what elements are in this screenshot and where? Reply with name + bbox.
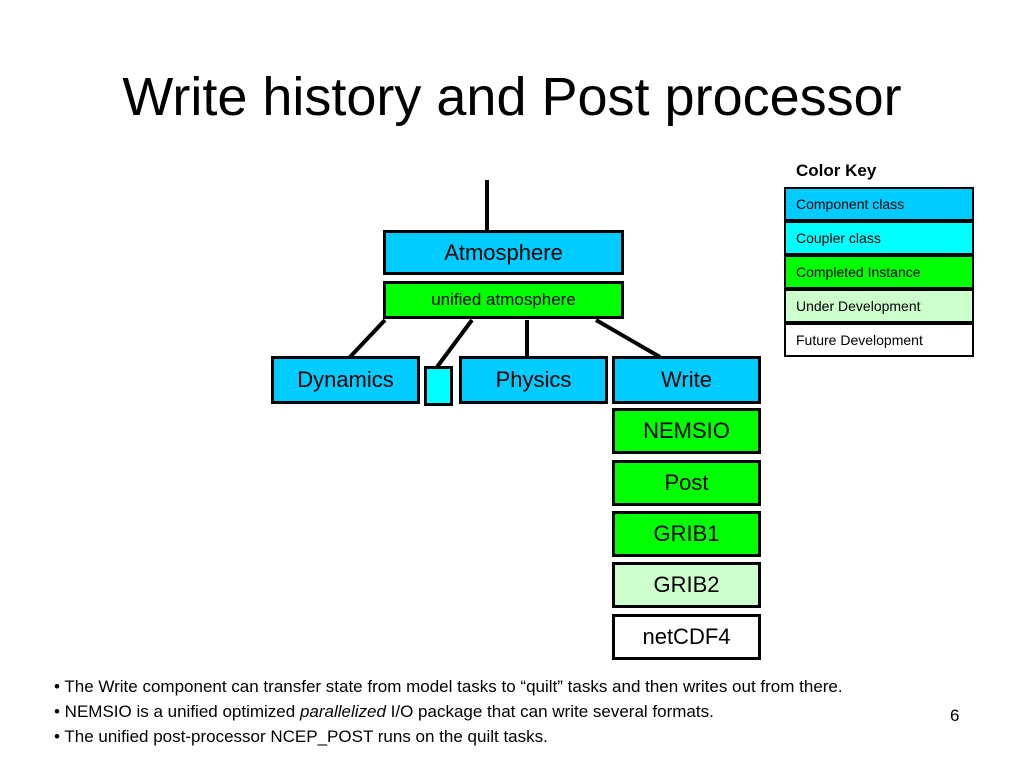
key-under-development: Under Development [784, 289, 974, 323]
coupler-connector [435, 318, 474, 369]
key-item-label: Completed Instance [796, 264, 921, 280]
coupler-box [424, 366, 453, 406]
key-component-class: Component class [784, 187, 974, 221]
key-coupler-class: Coupler class [784, 221, 974, 255]
unified-atmosphere-label: unified atmosphere [431, 290, 576, 309]
key-item-label: Coupler class [796, 230, 881, 246]
dynamics-connector [348, 318, 387, 359]
dynamics-box: Dynamics [271, 356, 420, 404]
bullet-nemsio-post: I/O package that can write several forma… [385, 702, 714, 721]
atmosphere-label: Atmosphere [444, 239, 563, 265]
netcdf4-box: netCDF4 [612, 614, 761, 660]
grib2-label: GRIB2 [653, 572, 720, 597]
dynamics-label: Dynamics [297, 367, 394, 392]
grib2-box: GRIB2 [612, 562, 761, 608]
bullet-nemsio-emphasis: parallelized [299, 702, 386, 721]
netcdf4-label: netCDF4 [642, 624, 731, 649]
physics-label: Physics [495, 367, 572, 392]
bullet-post-processor: • The unified post-processor NCEP_POST r… [54, 727, 548, 746]
write-box: Write [612, 356, 761, 404]
key-item-label: Under Development [796, 298, 921, 314]
bullet-write-component: • The Write component can transfer state… [54, 677, 843, 696]
slide-title: Write history and Post processor [122, 67, 902, 127]
color-key-title: Color Key [796, 161, 877, 180]
key-completed-instance: Completed Instance [784, 255, 974, 289]
unified-atmosphere-box: unified atmosphere [383, 281, 624, 319]
page-number: 6 [950, 706, 960, 725]
nemsio-box: NEMSIO [612, 408, 761, 454]
grib1-box: GRIB1 [612, 511, 761, 557]
write-connector [594, 318, 662, 359]
bullet-nemsio-pre: • NEMSIO is a unified optimized [54, 702, 300, 721]
post-box: Post [612, 460, 761, 506]
bullet-list: • The Write component can transfer state… [54, 674, 843, 749]
atmosphere-box: Atmosphere [383, 230, 624, 275]
bullet-nemsio: • NEMSIO is a unified optimized parallel… [54, 699, 843, 724]
key-future-development: Future Development [784, 323, 974, 357]
physics-box: Physics [459, 356, 608, 404]
key-item-label: Component class [796, 196, 905, 212]
write-label: Write [661, 367, 712, 392]
grib1-label: GRIB1 [653, 521, 720, 546]
key-item-label: Future Development [796, 332, 923, 348]
nemsio-label: NEMSIO [643, 418, 730, 443]
post-label: Post [664, 470, 709, 495]
